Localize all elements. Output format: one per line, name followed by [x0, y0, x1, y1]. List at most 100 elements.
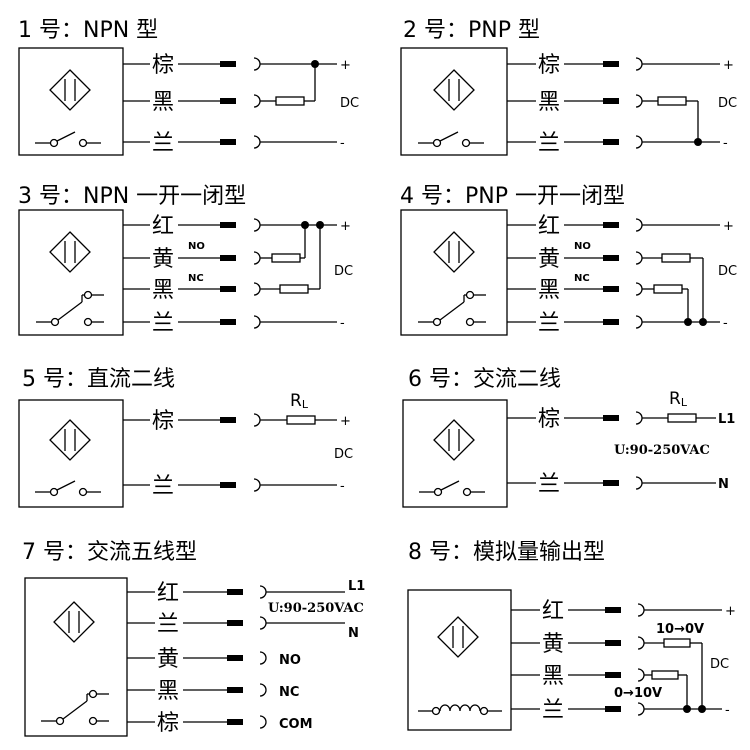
- plus-terminal: +: [340, 58, 351, 73]
- l1-terminal: L1: [718, 412, 735, 427]
- load-resistor-label: RL: [669, 389, 688, 409]
- voltage-range-1: 10→0V: [656, 622, 704, 637]
- sensor-icon: [433, 419, 475, 461]
- wire-yellow-label: 黄: [152, 247, 174, 272]
- minus-terminal: -: [723, 136, 728, 151]
- diagram-8-analog-output: 8 号：模拟量输出型 红 黄 黑 兰 10→0V: [407, 540, 736, 731]
- wire-blue-label: 兰: [538, 131, 560, 156]
- sensor-box: [18, 399, 124, 508]
- diagram-5-title: 5 号：直流二线: [22, 367, 175, 392]
- sensor-icon: [437, 616, 479, 658]
- com-terminal: COM: [279, 717, 313, 732]
- load-resistor-label: RL: [290, 391, 309, 411]
- load-resistor-2: [651, 670, 679, 680]
- no-tag: NO: [188, 241, 205, 252]
- load-resistor: [286, 415, 316, 425]
- sensor-box: [402, 399, 508, 508]
- l1-terminal: L1: [348, 579, 365, 594]
- load-resistor: [275, 96, 305, 106]
- wire-blue-label: 兰: [152, 311, 174, 336]
- sensor-icon: [49, 231, 91, 273]
- diagram-1-title: 1 号：NPN 型: [18, 18, 158, 43]
- wire-blue-label: 兰: [152, 131, 174, 156]
- sensor-icon: [49, 419, 91, 461]
- plus-terminal: +: [725, 604, 736, 619]
- wire-blue-label: 兰: [157, 612, 179, 637]
- wire-red-label: 红: [538, 214, 560, 239]
- wire-brown-label: 棕: [538, 407, 560, 432]
- diagram-4-title: 4 号：PNP 一开一闭型: [400, 184, 625, 209]
- sensor-box: [400, 47, 508, 156]
- sensor-box: [18, 209, 124, 336]
- wire-black-label: 黑: [157, 679, 179, 704]
- switch-icon: [417, 131, 485, 148]
- n-terminal: N: [348, 626, 359, 641]
- voltage-label: U:90-250VAC: [268, 601, 364, 616]
- diagram-1-npn: 1 号：NPN 型 棕 黑 兰 + DC -: [18, 18, 359, 156]
- wire-blue-label: 兰: [538, 311, 560, 336]
- diagram-2-pnp: 2 号：PNP 型 棕 黑 兰 + DC -: [400, 18, 737, 156]
- dc-label: DC: [334, 447, 353, 462]
- diagram-8-title: 8 号：模拟量输出型: [408, 540, 605, 565]
- voltage-label: U:90-250VAC: [614, 443, 710, 458]
- sensor-box: [18, 47, 124, 156]
- diagram-7-ac-five-wire: 7 号：交流五线型 红 兰 黄 黑 棕 L1 U:90-250VAC N NO: [22, 540, 365, 737]
- load-resistor-no: [661, 253, 691, 263]
- dc-label: DC: [718, 96, 737, 111]
- plus-terminal: +: [340, 219, 351, 234]
- wire-red-label: 红: [152, 214, 174, 239]
- sensor-box: [400, 209, 508, 336]
- sensor-icon: [53, 601, 95, 643]
- diagram-3-npn-no-nc: 3 号：NPN 一开一闭型 红 黄 黑 兰 NO NC: [18, 184, 353, 336]
- wire-brown-label: 棕: [538, 53, 560, 78]
- dc-label: DC: [718, 264, 737, 279]
- plus-terminal: +: [340, 414, 351, 429]
- wire-black-label: 黑: [542, 664, 564, 689]
- diagram-6-ac-two-wire: 6 号：交流二线 棕 兰 RL L1 U:90-250VAC N: [402, 367, 735, 508]
- sensor-icon: [433, 69, 475, 111]
- n-terminal: N: [718, 477, 729, 492]
- dc-label: DC: [340, 96, 359, 111]
- sensor-icon: [433, 231, 475, 273]
- wire-blue-label: 兰: [538, 472, 560, 497]
- wire-brown-label: 棕: [152, 53, 174, 78]
- wire-black-label: 黑: [152, 90, 174, 115]
- wire-black-label: 黑: [538, 90, 560, 115]
- switch-icon: [34, 480, 102, 497]
- wire-brown-label: 棕: [152, 409, 174, 434]
- load-resistor-1: [663, 638, 691, 648]
- no-terminal: NO: [279, 653, 301, 668]
- wire-yellow-label: 黄: [542, 632, 564, 657]
- load-resistor-nc: [279, 284, 309, 294]
- load-resistor: [657, 96, 687, 106]
- diagram-7-title: 7 号：交流五线型: [22, 540, 197, 565]
- voltage-range-2: 0→10V: [614, 686, 662, 701]
- load-resistor: [667, 413, 697, 423]
- nc-tag: NC: [188, 273, 204, 284]
- wire-red-label: 红: [542, 599, 564, 624]
- sensor-box: [24, 577, 128, 737]
- no-tag: NO: [574, 241, 591, 252]
- nc-terminal: NC: [279, 685, 299, 700]
- wire-brown-label: 棕: [157, 711, 179, 736]
- load-resistor-no: [271, 253, 301, 263]
- wire-blue-label: 兰: [542, 698, 564, 723]
- sensor-box: [407, 589, 512, 731]
- switch-icon: [35, 290, 105, 327]
- switch-icon: [34, 131, 102, 148]
- diagram-5-dc-two-wire: 5 号：直流二线 棕 兰 RL + DC -: [18, 367, 353, 508]
- wire-black-label: 黑: [538, 278, 560, 303]
- dc-label: DC: [710, 657, 729, 672]
- switch-icon: [418, 480, 486, 497]
- wire-black-label: 黑: [152, 278, 174, 303]
- minus-terminal: -: [723, 316, 728, 331]
- minus-terminal: -: [725, 703, 730, 718]
- wire-yellow-label: 黄: [157, 647, 179, 672]
- switch-icon: [40, 689, 110, 726]
- load-resistor-nc: [653, 284, 683, 294]
- minus-terminal: -: [340, 136, 345, 151]
- plus-terminal: +: [723, 58, 734, 73]
- diagram-4-pnp-no-nc: 4 号：PNP 一开一闭型 红 黄 黑 兰 NO NC: [400, 184, 737, 336]
- minus-terminal: -: [340, 316, 345, 331]
